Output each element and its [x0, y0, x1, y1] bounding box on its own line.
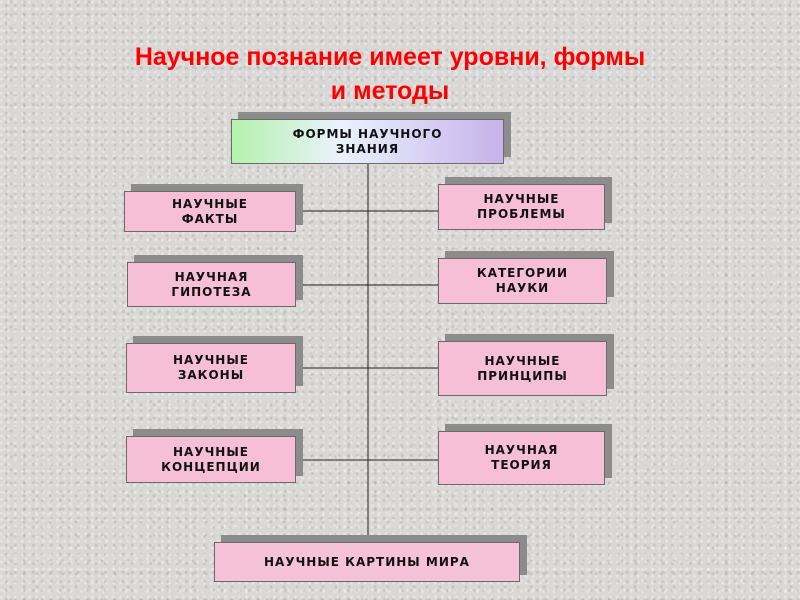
node-label: НАУЧНАЯ ГИПОТЕЗА	[171, 269, 252, 299]
node-label: НАУЧНЫЕ ЗАКОНЫ	[173, 353, 249, 382]
node-label: НАУЧНЫЕ ПРИНЦИПЫ	[477, 353, 568, 383]
node-scientific-laws: НАУЧНЫЕ ЗАКОНЫ	[126, 343, 296, 393]
node-label: НАУЧНЫЕ КОНЦЕПЦИИ	[161, 444, 261, 474]
node-label: НАУЧНЫЕ КАРТИНЫ МИРА	[264, 554, 470, 569]
node-label: НАУЧНЫЕ ПРОБЛЕМЫ	[477, 192, 566, 221]
node-scientific-theory: НАУЧНАЯ ТЕОРИЯ	[438, 431, 605, 485]
title-line-1: Научное познание имеет уровни, формы	[134, 43, 646, 71]
node-scientific-concepts: НАУЧНЫЕ КОНЦЕПЦИИ	[126, 436, 296, 483]
node-scientific-problems: НАУЧНЫЕ ПРОБЛЕМЫ	[438, 184, 605, 230]
node-label: КАТЕГОРИИ НАУКИ	[476, 266, 569, 295]
root-node: ФОРМЫ НАУЧНОГО ЗНАНИЯ	[231, 119, 504, 164]
root-node-label: ФОРМЫ НАУЧНОГО ЗНАНИЯ	[292, 126, 443, 156]
node-label: НАУЧНЫЕ ФАКТЫ	[172, 196, 248, 226]
title-line-2: и методы	[330, 77, 450, 105]
node-scientific-facts: НАУЧНЫЕ ФАКТЫ	[124, 191, 296, 232]
node-scientific-principles: НАУЧНЫЕ ПРИНЦИПЫ	[438, 341, 607, 396]
node-science-categories: КАТЕГОРИИ НАУКИ	[438, 258, 607, 304]
node-scientific-world-pictures: НАУЧНЫЕ КАРТИНЫ МИРА	[214, 542, 520, 582]
node-scientific-hypothesis: НАУЧНАЯ ГИПОТЕЗА	[127, 262, 296, 307]
slide-title: Научное познание имеет уровни, формы и м…	[0, 40, 780, 108]
node-label: НАУЧНАЯ ТЕОРИЯ	[484, 443, 559, 472]
